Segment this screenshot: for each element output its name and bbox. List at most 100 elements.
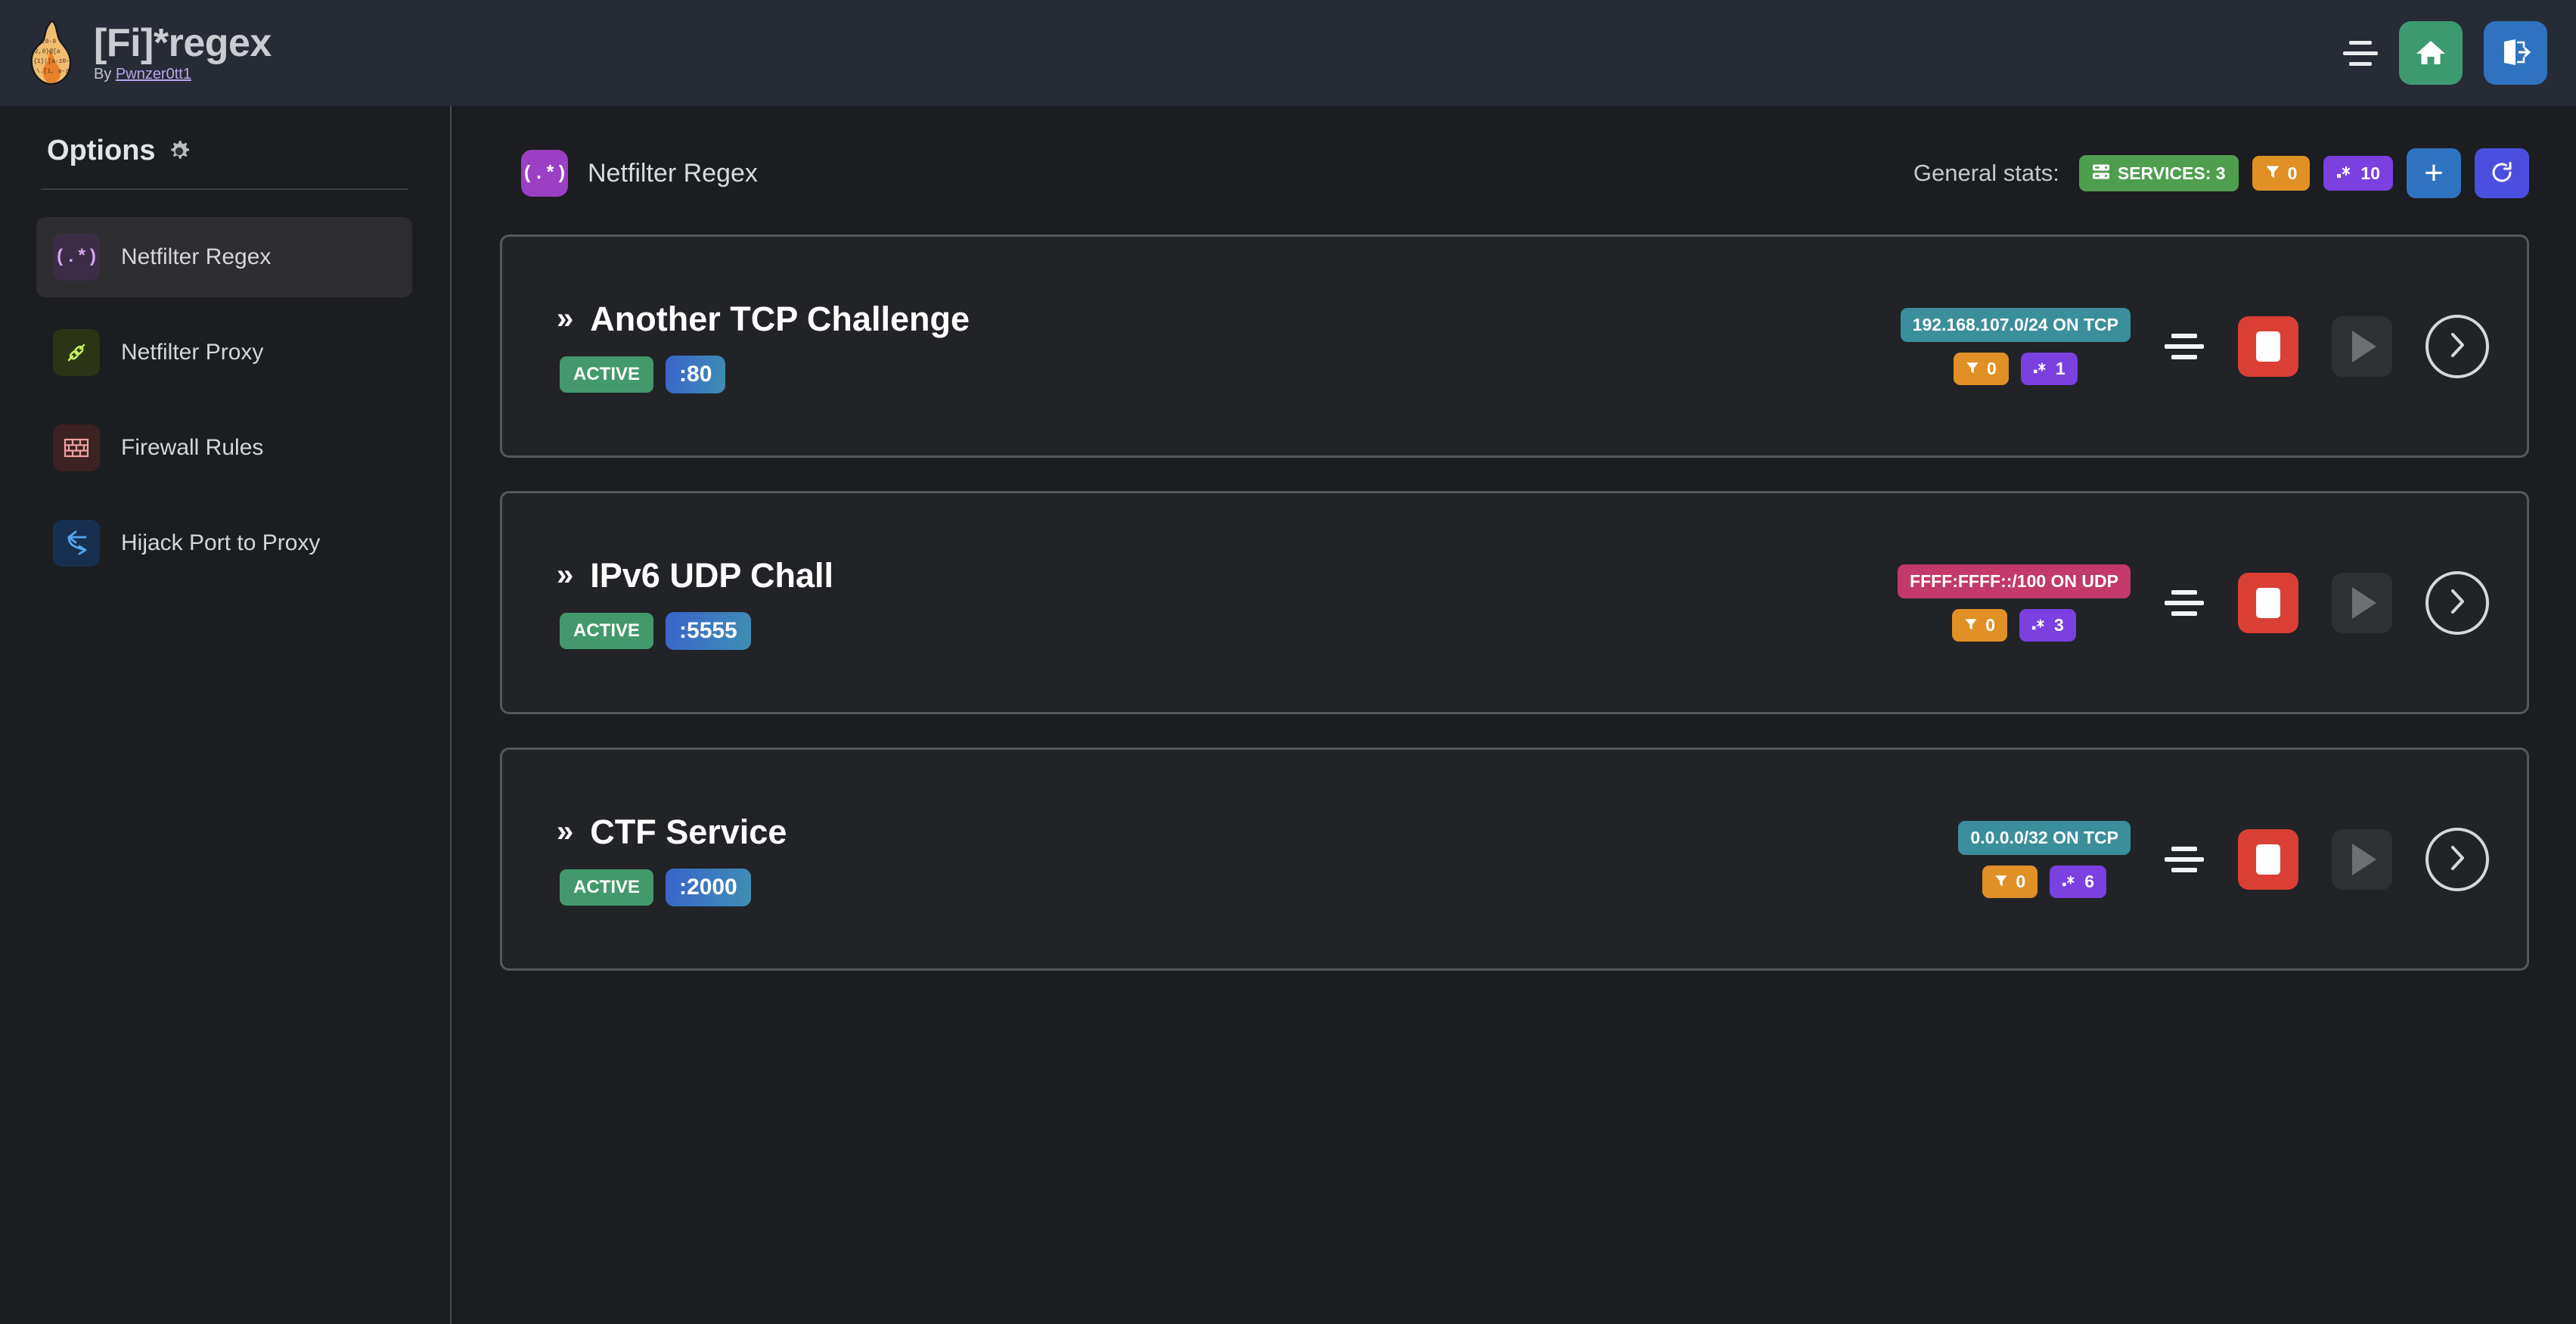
- service-network-stats: FFFF:FFFF::/100 ON UDP 0: [1898, 564, 2131, 642]
- svg-text:2,0}@[a: 2,0}@[a: [35, 48, 61, 55]
- service-regex-badge: 3: [2019, 608, 2076, 642]
- service-network-stats: 0.0.0.0/32 ON TCP 0: [1958, 820, 2131, 898]
- service-title-row: » CTF Service: [557, 813, 787, 852]
- service-network-stats: 192.168.107.0/24 ON TCP 0: [1900, 307, 2131, 385]
- service-badges: ACTIVE :2000: [557, 868, 787, 906]
- open-service-button[interactable]: [2425, 570, 2489, 635]
- services-count-badge: SERVICES: 3: [2078, 155, 2239, 191]
- service-card[interactable]: » IPv6 UDP Chall ACTIVE :5555 FFFF:FFFF:…: [500, 491, 2529, 714]
- chevron-right-icon: [2444, 330, 2470, 362]
- chevron-right-icon: [2444, 843, 2470, 875]
- service-card[interactable]: » Another TCP Challenge ACTIVE :80 192.1…: [500, 235, 2529, 458]
- play-icon: [2352, 843, 2376, 875]
- service-filter-count: 0: [1987, 358, 1997, 378]
- sidebar-item-label: Netfilter Regex: [121, 244, 272, 269]
- author-link[interactable]: Pwnzer0tt1: [115, 65, 191, 82]
- home-button[interactable]: [2399, 21, 2463, 85]
- service-filter-count: 0: [2016, 871, 2026, 891]
- sidebar-item-label: Hijack Port to Proxy: [121, 530, 321, 555]
- gear-icon: [166, 138, 192, 164]
- play-button[interactable]: [2332, 572, 2392, 633]
- service-badges: ACTIVE :5555: [557, 611, 833, 650]
- status-badge: ACTIVE: [560, 869, 654, 906]
- sidebar-divider: [41, 188, 408, 190]
- chevron-right-icon: [2444, 586, 2470, 619]
- sidebar-item-label: Netfilter Proxy: [121, 340, 264, 365]
- general-stats-label: General stats:: [1913, 160, 2059, 186]
- menu-icon[interactable]: [2343, 38, 2378, 68]
- service-info: » Another TCP Challenge ACTIVE :80: [557, 300, 970, 393]
- page-regex-icon-glyph: (.*): [521, 162, 567, 185]
- brand: -z0-9 2,0}@[a {1}|[a-z0-9] \.[1, a-z] [F…: [27, 20, 272, 85]
- service-regex-badge: 1: [2020, 352, 2078, 385]
- regex-dot-star-icon: [2033, 360, 2048, 378]
- sidebar: Options (.*) Netfilter Regex: [0, 106, 452, 1324]
- plus-icon: +: [2424, 154, 2444, 191]
- service-badges: ACTIVE :80: [557, 355, 970, 393]
- global-filter-count: 0: [2287, 163, 2298, 183]
- equalizer-icon[interactable]: [2164, 583, 2205, 623]
- page-regex-icon: (.*): [521, 150, 568, 197]
- plug-icon: [53, 329, 100, 376]
- sidebar-heading: Options: [36, 135, 412, 167]
- app-author-line: By Pwnzer0tt1: [94, 66, 272, 83]
- sidebar-item-hijack-port-to-proxy[interactable]: Hijack Port to Proxy: [36, 503, 412, 583]
- server-icon: [2092, 163, 2110, 183]
- sidebar-item-netfilter-regex[interactable]: (.*) Netfilter Regex: [36, 217, 412, 297]
- equalizer-icon[interactable]: [2164, 326, 2205, 367]
- play-icon: [2352, 330, 2376, 362]
- sidebar-item-label: Firewall Rules: [121, 435, 264, 460]
- refresh-icon: [2489, 160, 2515, 188]
- service-info: » CTF Service ACTIVE :2000: [557, 813, 787, 906]
- service-regex-count: 3: [2054, 614, 2064, 635]
- logout-icon: [2499, 36, 2532, 71]
- status-badge: ACTIVE: [560, 356, 654, 393]
- service-filter-badge: 0: [1982, 865, 2038, 898]
- app-header: -z0-9 2,0}@[a {1}|[a-z0-9] \.[1, a-z] [F…: [0, 0, 2576, 106]
- global-filter-badge: 0: [2252, 156, 2311, 191]
- stop-button[interactable]: [2238, 315, 2298, 377]
- stop-button[interactable]: [2238, 572, 2298, 633]
- double-chevron-icon: »: [557, 815, 573, 848]
- add-service-button[interactable]: +: [2407, 148, 2461, 198]
- branch-icon: [53, 520, 100, 567]
- service-counters: 0 3: [1952, 608, 2076, 642]
- sidebar-item-firewall-rules[interactable]: Firewall Rules: [36, 408, 412, 488]
- main-content: (.*) Netfilter Regex General stats:: [452, 106, 2576, 1324]
- service-regex-badge: 6: [2050, 865, 2106, 898]
- open-service-button[interactable]: [2425, 314, 2489, 378]
- service-filter-badge: 0: [1952, 608, 2007, 642]
- logout-button[interactable]: [2484, 21, 2547, 85]
- service-controls: FFFF:FFFF::/100 ON UDP 0: [1898, 564, 2489, 642]
- filter-icon: [2265, 164, 2280, 182]
- double-chevron-icon: »: [557, 302, 573, 335]
- network-badge: 0.0.0.0/32 ON TCP: [1958, 820, 2131, 855]
- service-filter-badge: 0: [1954, 352, 2009, 385]
- stop-icon: [2256, 331, 2280, 362]
- refresh-button[interactable]: [2475, 148, 2529, 198]
- regex-dot-star-icon: [2336, 164, 2353, 182]
- global-regex-count: 10: [2360, 163, 2380, 183]
- svg-text:\.[1, a-z]: \.[1, a-z]: [36, 68, 73, 75]
- equalizer-icon[interactable]: [2164, 839, 2205, 880]
- by-prefix: By: [94, 65, 116, 82]
- service-counters: 0 1: [1954, 352, 2078, 385]
- brick-wall-icon: [53, 424, 100, 471]
- sidebar-item-netfilter-proxy[interactable]: Netfilter Proxy: [36, 312, 412, 393]
- service-controls: 0.0.0.0/32 ON TCP 0: [1958, 820, 2489, 898]
- network-badge: FFFF:FFFF::/100 ON UDP: [1898, 564, 2131, 598]
- play-button[interactable]: [2332, 315, 2392, 377]
- service-card[interactable]: » CTF Service ACTIVE :2000 0.0.0.0/32 ON…: [500, 747, 2529, 971]
- play-button[interactable]: [2332, 828, 2392, 890]
- regex-dot-star-icon: [2062, 873, 2077, 890]
- services-count-label: SERVICES: 3: [2117, 163, 2226, 183]
- stop-icon: [2256, 587, 2280, 618]
- filter-icon: [1964, 617, 1978, 634]
- open-service-button[interactable]: [2425, 827, 2489, 891]
- service-title-row: » Another TCP Challenge: [557, 300, 970, 339]
- service-info: » IPv6 UDP Chall ACTIVE :5555: [557, 556, 833, 650]
- services-list: » Another TCP Challenge ACTIVE :80 192.1…: [500, 235, 2529, 971]
- service-regex-count: 6: [2084, 871, 2094, 891]
- service-title-row: » IPv6 UDP Chall: [557, 556, 833, 595]
- stop-button[interactable]: [2238, 828, 2298, 890]
